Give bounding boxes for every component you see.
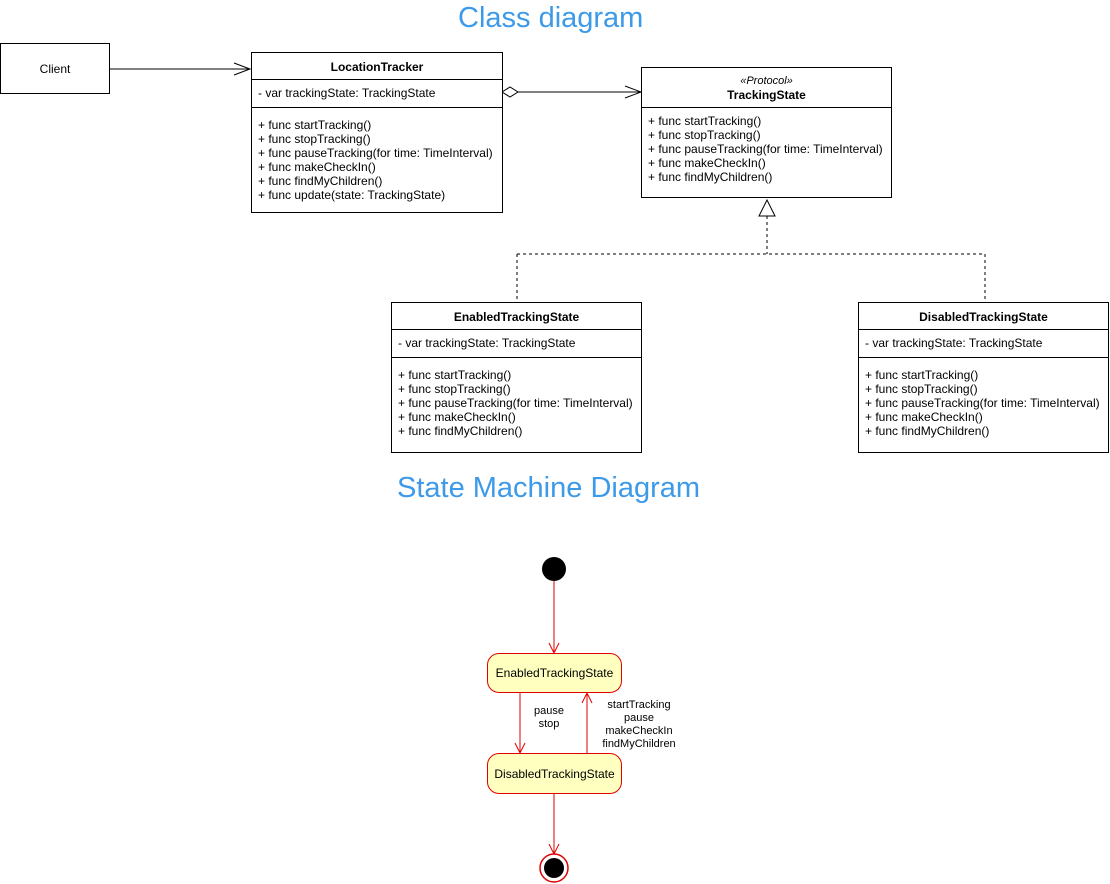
class-name: TrackingState bbox=[727, 88, 806, 102]
method: + func pauseTracking(for time: TimeInter… bbox=[258, 146, 493, 160]
method: + func stopTracking() bbox=[258, 132, 371, 146]
disabled-tracking-state-class[interactable]: DisabledTrackingState - var trackingStat… bbox=[858, 302, 1109, 453]
client-association-arrow bbox=[110, 62, 252, 76]
state-enabled[interactable]: EnabledTrackingState bbox=[487, 653, 622, 693]
trigger-pause: pause bbox=[534, 705, 564, 717]
method: + func findMyChildren() bbox=[648, 170, 773, 184]
class-name: DisabledTrackingState bbox=[919, 310, 1048, 324]
initial-state-node bbox=[542, 557, 566, 581]
method: + func findMyChildren() bbox=[258, 174, 383, 188]
method: + func startTracking() bbox=[648, 114, 762, 128]
method: + func update(state: TrackingState) bbox=[258, 188, 446, 202]
method: + func makeCheckIn() bbox=[648, 156, 766, 170]
method: + func stopTracking() bbox=[865, 382, 978, 396]
state-label: EnabledTrackingState bbox=[495, 666, 614, 680]
final-transition-arrow bbox=[548, 794, 560, 856]
method: + func findMyChildren() bbox=[398, 424, 523, 438]
method: + func stopTracking() bbox=[648, 128, 761, 142]
transition-enabled-to-disabled bbox=[514, 693, 526, 755]
trigger-find-my-children: findMyChildren bbox=[602, 738, 676, 750]
method: + func startTracking() bbox=[398, 368, 512, 382]
method: + func pauseTracking(for time: TimeInter… bbox=[648, 142, 883, 156]
transition-down-label: pause stop bbox=[532, 705, 566, 731]
enabled-tracking-state-class[interactable]: EnabledTrackingState - var trackingState… bbox=[391, 302, 642, 453]
state-label: DisabledTrackingState bbox=[494, 766, 615, 781]
trigger-stop: stop bbox=[538, 718, 560, 730]
method: + func startTracking() bbox=[865, 368, 979, 382]
method: + func startTracking() bbox=[258, 118, 372, 132]
stereotype-label: «Protocol» bbox=[740, 75, 793, 87]
attribute: - var trackingState: TrackingState bbox=[258, 86, 436, 100]
initial-transition-arrow bbox=[548, 581, 560, 655]
transition-disabled-to-enabled bbox=[581, 691, 593, 753]
location-tracker-class[interactable]: LocationTracker - var trackingState: Tra… bbox=[251, 52, 503, 213]
final-state-node bbox=[539, 853, 569, 883]
realization-connectors bbox=[516, 198, 986, 302]
class-name: EnabledTrackingState bbox=[453, 310, 580, 324]
method: + func pauseTracking(for time: TimeInter… bbox=[865, 396, 1100, 410]
method: + func stopTracking() bbox=[398, 382, 511, 396]
method: + func pauseTracking(for time: TimeInter… bbox=[398, 396, 633, 410]
method: + func makeCheckIn() bbox=[865, 410, 983, 424]
trigger-start-tracking: startTracking bbox=[607, 699, 671, 711]
state-machine-title: State Machine Diagram bbox=[397, 472, 701, 504]
trigger-pause: pause bbox=[624, 712, 654, 724]
transition-up-label: startTracking pause makeCheckIn findMyCh… bbox=[598, 699, 680, 751]
class-name: LocationTracker bbox=[330, 60, 424, 74]
class-diagram-title: Class diagram bbox=[458, 2, 644, 34]
client-box[interactable]: Client bbox=[0, 43, 110, 94]
method: + func findMyChildren() bbox=[865, 424, 990, 438]
client-label: Client bbox=[39, 61, 71, 76]
trigger-make-check-in: makeCheckIn bbox=[605, 725, 673, 737]
attribute: - var trackingState: TrackingState bbox=[398, 336, 576, 350]
method: + func makeCheckIn() bbox=[398, 410, 516, 424]
tracking-state-protocol[interactable]: «Protocol» TrackingState + func startTra… bbox=[641, 67, 892, 198]
attribute: - var trackingState: TrackingState bbox=[865, 336, 1043, 350]
method: + func makeCheckIn() bbox=[258, 160, 376, 174]
aggregation-arrow bbox=[501, 85, 643, 99]
state-disabled[interactable]: DisabledTrackingState bbox=[487, 753, 622, 794]
